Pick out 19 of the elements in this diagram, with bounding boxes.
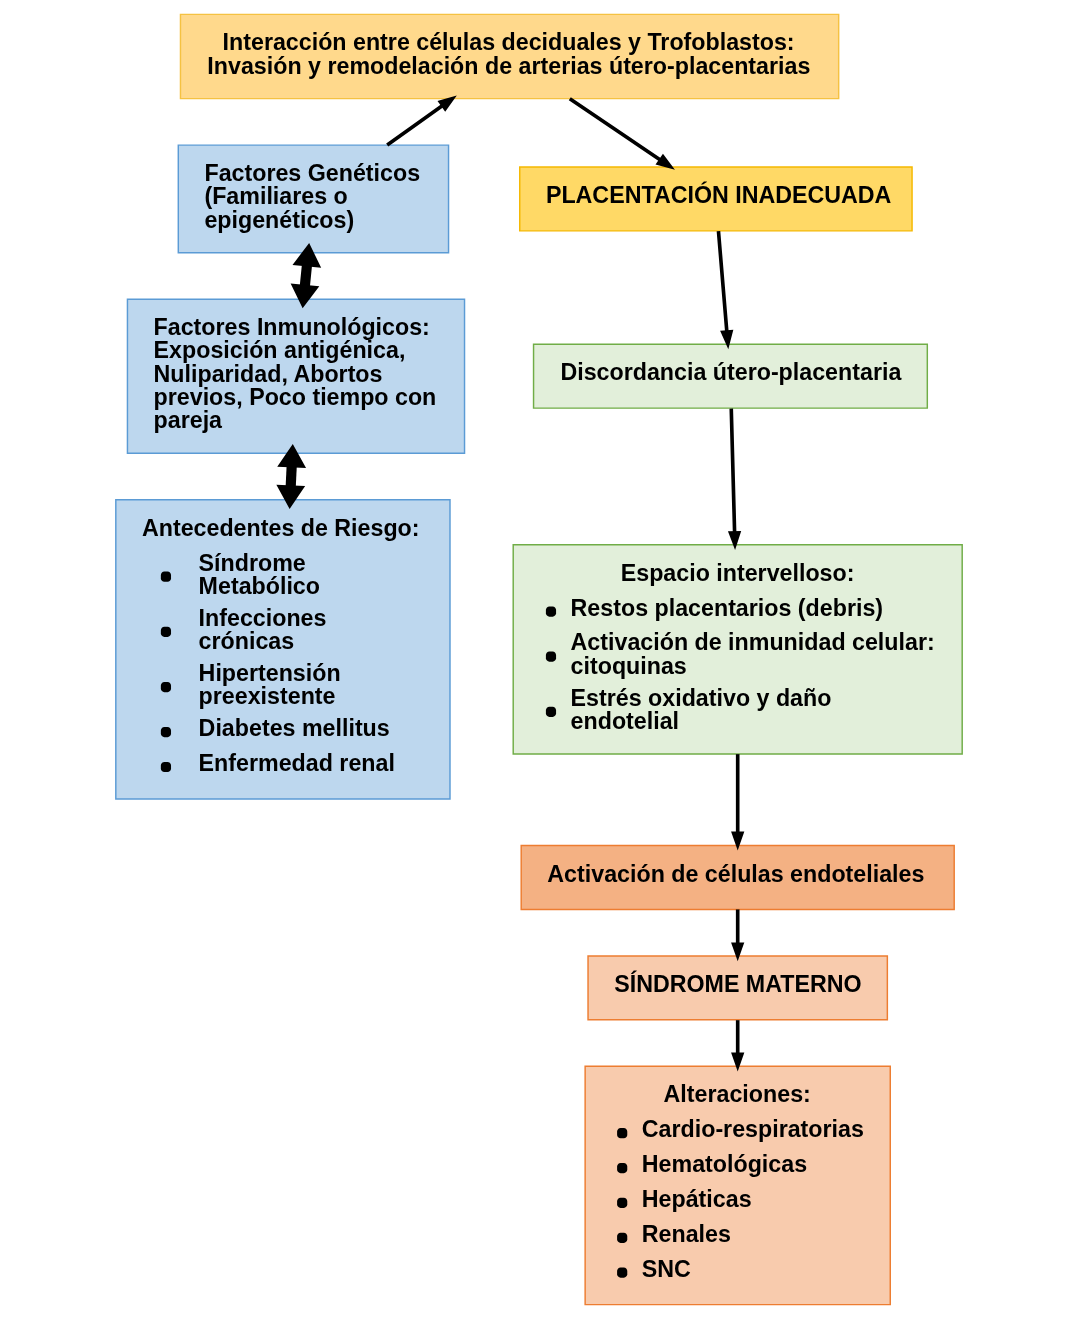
node-box: Alteraciones: Cardio-respiratorias Hematológicas Hepáticas Renales SNC	[583, 1065, 891, 1306]
arrow	[385, 95, 457, 147]
node-box: Espacio intervelloso: Restos placentarios (debris) Activación de inmunidad celular: citoquinas Estrés oxidativo y daño endotelial	[512, 544, 963, 755]
node-box: Discordancia útero-placentaria	[532, 343, 928, 409]
arrow	[730, 1020, 744, 1072]
arrow	[716, 230, 733, 350]
arrow	[275, 443, 306, 509]
node-box: SÍNDROME MATERNO	[586, 955, 888, 1021]
node-box: Factores Genéticos (Familiares o epigenéticos)	[177, 144, 449, 254]
arrow	[290, 242, 321, 309]
arrow	[568, 97, 675, 170]
node-box: Factores Inmunológicos: Exposición antigénica, Nuliparidad, Abortos previos, Poco tiempo con pareja	[126, 298, 465, 454]
node-box: Activación de células endoteliales	[519, 844, 955, 911]
arrow	[727, 408, 741, 551]
node-box: Interacción entre células deciduales y Trofoblastos: Invasión y remodelación de arterias útero-placentarias	[179, 13, 839, 100]
node-box: Antecedentes de Riesgo: Síndrome Metabólico Infecciones crónicas Hipertensión preexistente Diabetes mellitus Enfermedad renal	[114, 498, 451, 800]
arrow	[730, 909, 744, 962]
node-box: PLACENTACIÓN INADECUADA	[518, 166, 913, 232]
arrow	[730, 754, 744, 851]
